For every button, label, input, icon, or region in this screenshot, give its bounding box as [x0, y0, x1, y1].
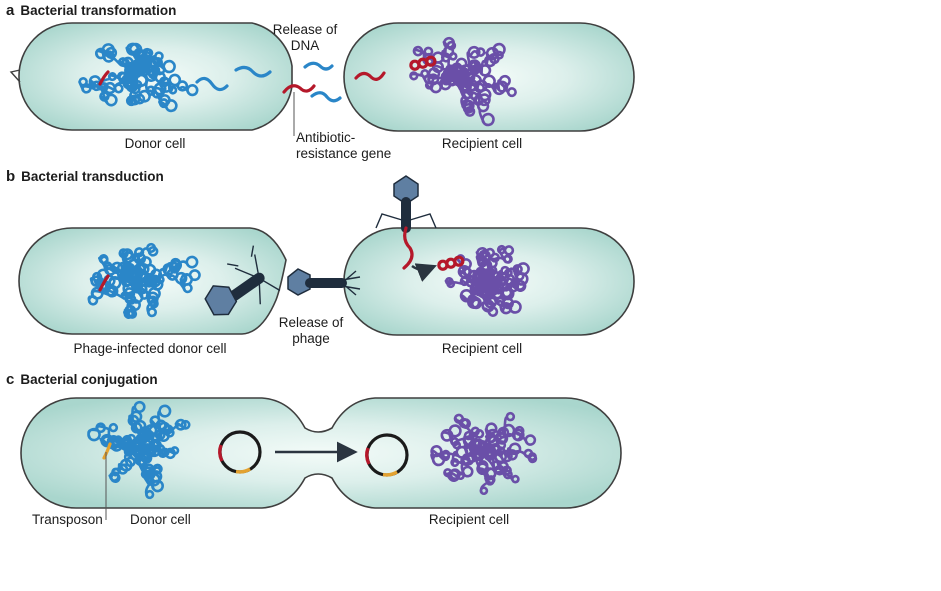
dna-fragment — [234, 65, 272, 78]
recipient-plasmid — [365, 433, 409, 477]
panel-c-heading: c Bacterial conjugation — [6, 371, 158, 388]
recipient-cell-label-c: Recipient cell — [428, 512, 510, 527]
phage-injecting-recipient — [375, 175, 437, 233]
dna-fragment — [303, 61, 334, 71]
donor-cell-label-b: Phage-infected donor cell — [73, 341, 227, 356]
incoming-resistance-gene — [354, 71, 386, 81]
dna-fragment — [195, 76, 229, 92]
released-phage — [287, 268, 361, 296]
panel-a-letter: a — [6, 2, 15, 19]
phage-inside-donor — [204, 245, 281, 316]
panel-a-heading: a Bacterial transformation — [6, 2, 176, 19]
transposon-label: Transposon — [32, 512, 103, 527]
donor-cell-label-c: Donor cell — [130, 512, 191, 527]
donor-chromosome-c — [87, 400, 191, 500]
recipient-chromosome-c — [430, 411, 538, 495]
panel-a-title: Bacterial transformation — [20, 3, 177, 18]
release-of-phage-label: Release of phage — [278, 315, 344, 346]
recipient-chromosome-b — [444, 244, 530, 317]
transposon-segment — [102, 442, 112, 460]
recipient-cell-label-b: Recipient cell — [441, 341, 523, 356]
integrated-gene-b — [437, 255, 465, 271]
donor-cell-label-a: Donor cell — [124, 136, 186, 151]
integration-arrow — [411, 263, 437, 282]
released-resistance-gene — [282, 84, 316, 94]
donor-cell-notch — [9, 69, 21, 83]
release-of-dna-label: Release of DNA — [272, 22, 338, 53]
dna-fragment — [310, 91, 342, 103]
injected-gene — [402, 226, 414, 270]
panel-b-letter: b — [6, 168, 16, 185]
donor-chromosome-a — [78, 42, 199, 113]
chromosome-tangles — [78, 36, 538, 500]
antibiotic-resistance-gene-label: Antibiotic-resistance gene — [296, 130, 392, 161]
panel-c-letter: c — [6, 371, 15, 388]
free-dna-fragments — [195, 61, 386, 103]
donor-resistance-gene-a — [98, 70, 110, 86]
panel-b-heading: b Bacterial transduction — [6, 168, 164, 185]
panel-c-title: Bacterial conjugation — [20, 372, 158, 387]
donor-plasmid — [218, 430, 262, 474]
recipient-cell-label-a: Recipient cell — [441, 136, 523, 151]
donor-resistance-gene-b — [98, 274, 110, 292]
panel-b-title: Bacterial transduction — [21, 169, 164, 184]
integrated-gene-a — [409, 55, 437, 71]
